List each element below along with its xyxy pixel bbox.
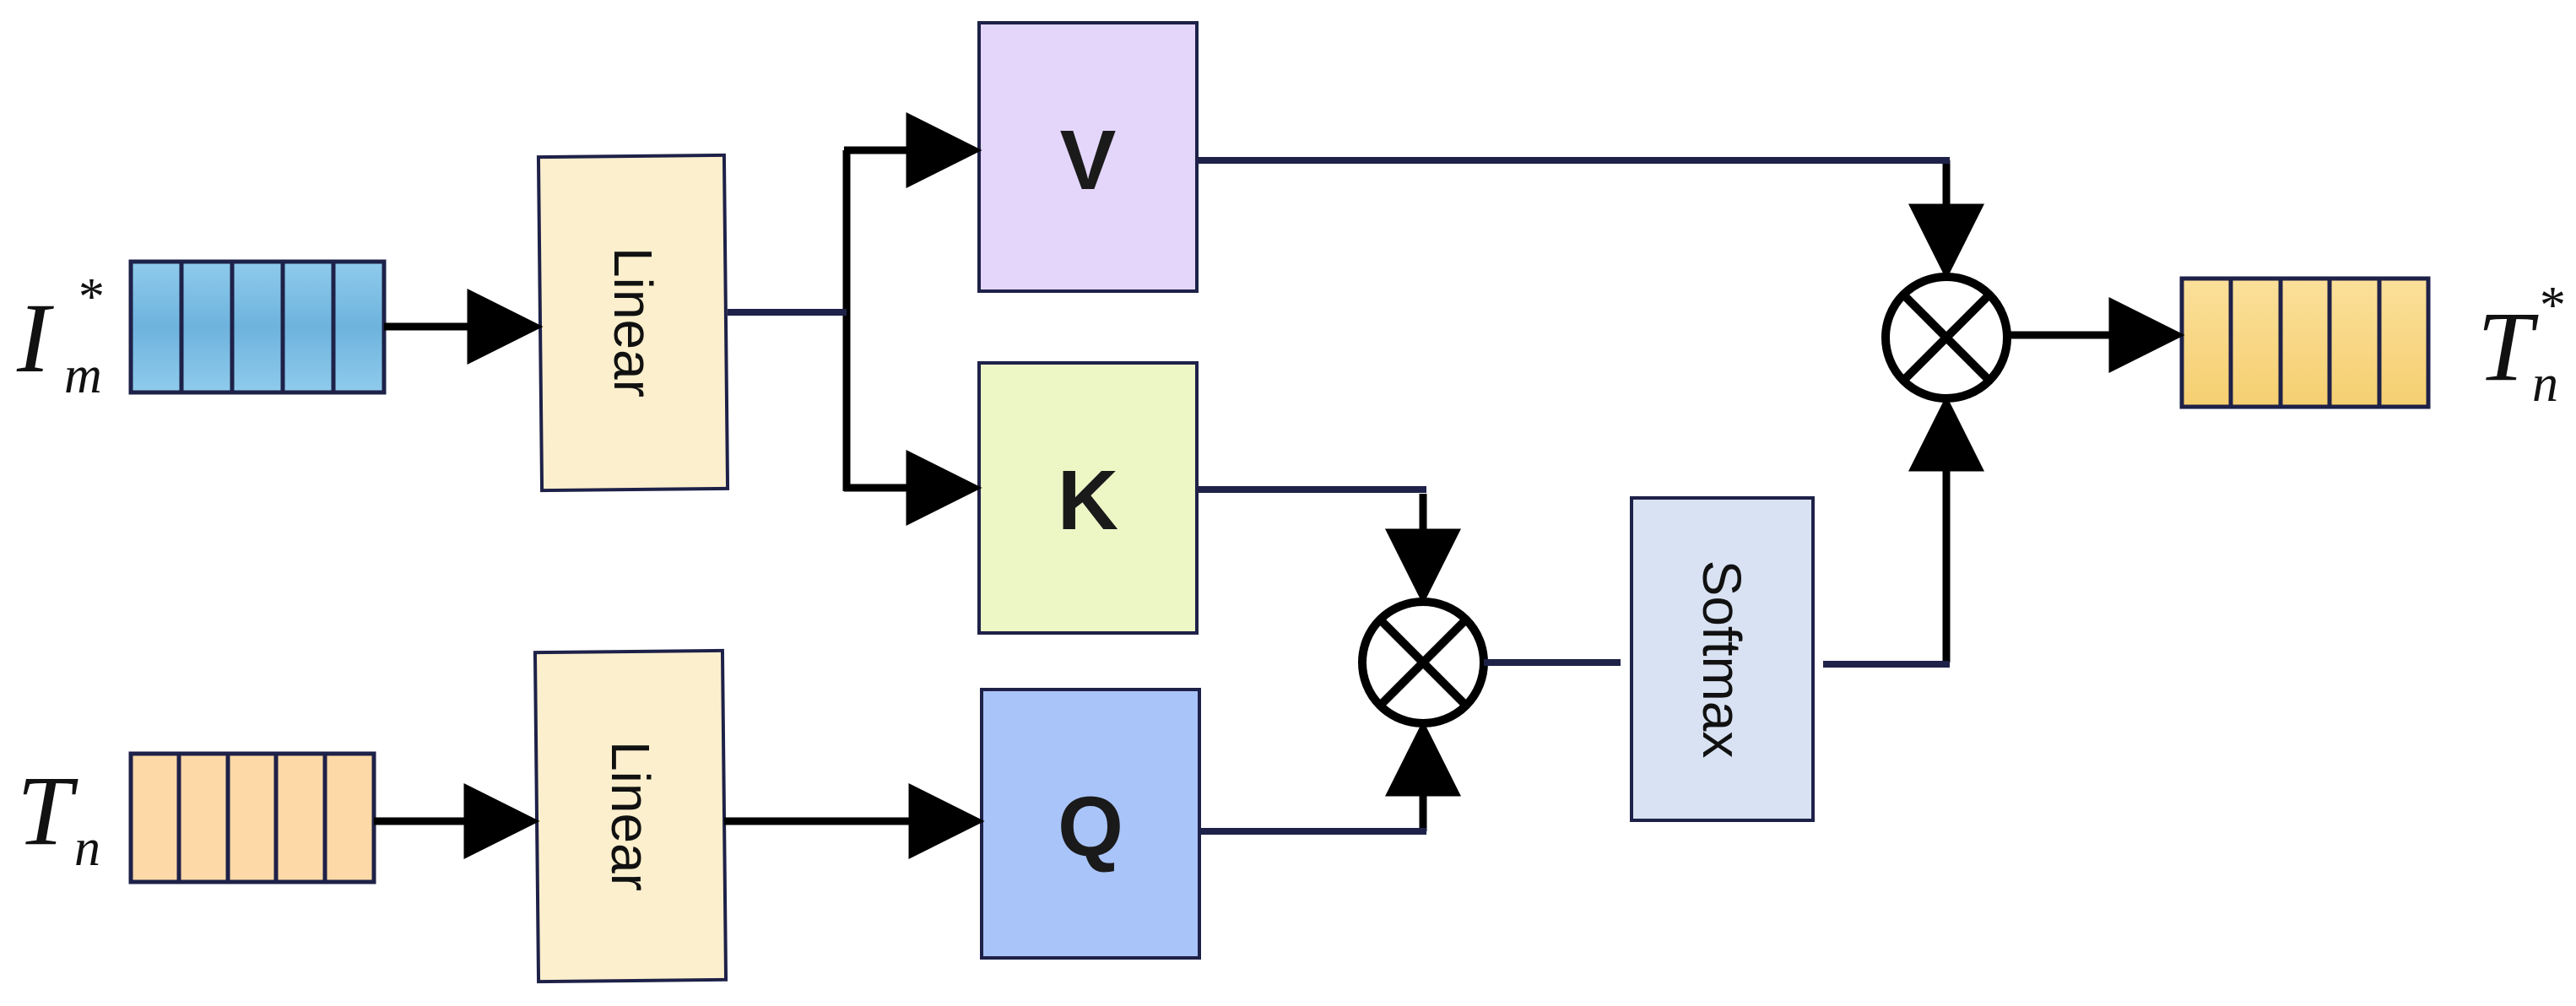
- value-label: V: [1060, 113, 1117, 208]
- input-image-symbol: I: [16, 283, 54, 393]
- linear-block-bottom: Linear: [533, 648, 728, 984]
- input-image-label: I m *: [16, 268, 102, 404]
- softmax-block: Softmax: [1630, 496, 1815, 822]
- input-text-label: T n: [17, 755, 100, 877]
- output-token-strip: [2179, 276, 2431, 409]
- softmax-label: Softmax: [1691, 560, 1752, 759]
- query-label: Q: [1058, 780, 1123, 874]
- image-token-strip: [128, 259, 387, 395]
- output-subscript: n: [2532, 355, 2558, 413]
- arrows: [374, 112, 2185, 859]
- input-image-subscript: m: [64, 347, 102, 404]
- linear-bottom-label: Linear: [600, 741, 661, 891]
- text-token-strip: [128, 751, 376, 884]
- input-text-symbol: T: [17, 755, 78, 866]
- query-block: Q: [980, 688, 1201, 960]
- linear-block-top: Linear: [536, 153, 730, 493]
- key-label: K: [1058, 453, 1118, 548]
- output-superscript: *: [2537, 277, 2563, 334]
- wires: [728, 157, 1950, 835]
- multiply-op-out: [1881, 273, 2011, 403]
- output-symbol: T: [2477, 291, 2539, 402]
- output-label: T n *: [2477, 277, 2563, 413]
- key-block: K: [977, 361, 1199, 635]
- multiply-op-qk: [1358, 598, 1488, 727]
- input-image-superscript: *: [76, 268, 102, 326]
- value-block: V: [977, 21, 1199, 293]
- linear-top-label: Linear: [603, 247, 663, 398]
- input-text-subscript: n: [74, 819, 100, 877]
